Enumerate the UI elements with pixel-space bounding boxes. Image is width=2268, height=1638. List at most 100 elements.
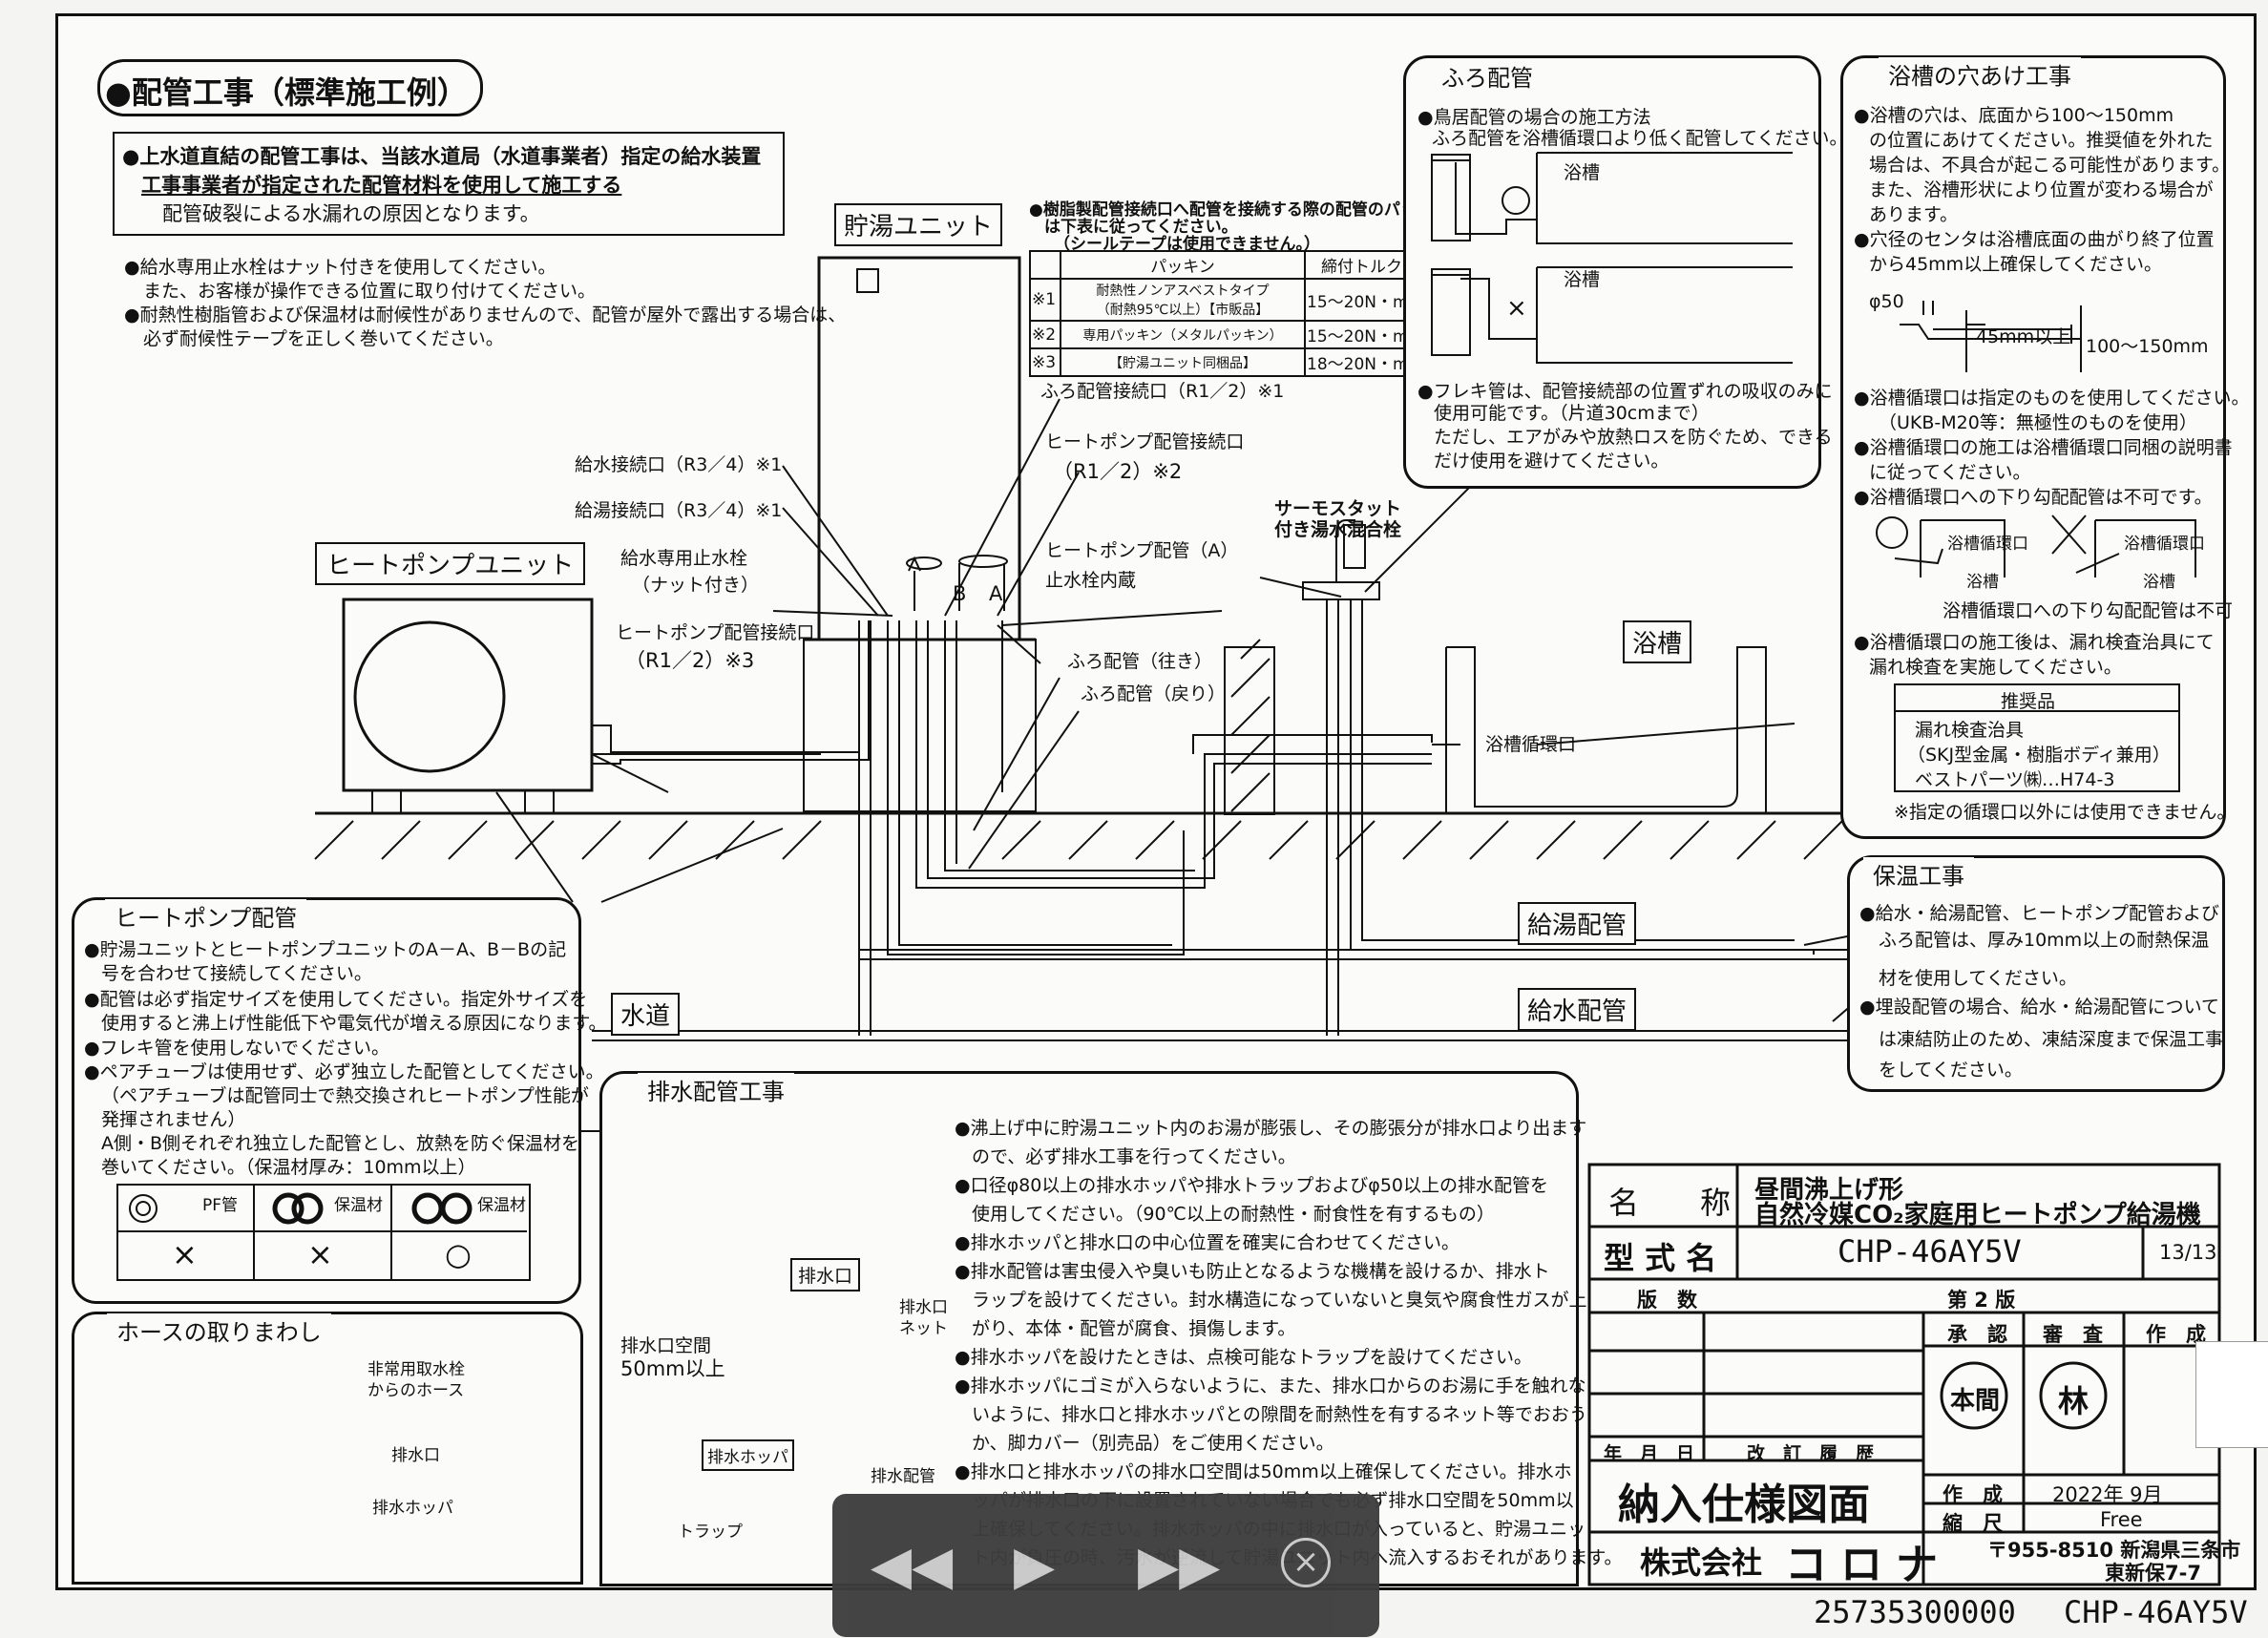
hose-drain-port: 排水口 <box>391 1446 440 1465</box>
rewind-icon[interactable]: ◀◀ <box>871 1535 954 1597</box>
insulation-line: ふろ配管は、厚み10mm以上の耐熱保温 <box>1879 930 2210 951</box>
tb-address2: 東新保7-7 <box>2105 1562 2201 1585</box>
stamp-hayashi: 林 <box>2058 1383 2090 1419</box>
tb-company: 株式会社 <box>1640 1544 1763 1581</box>
packing-note-1: ●樹脂製配管接続口へ配管を接続する際の配管のパッキン <box>1029 200 1449 220</box>
bath-note: ●浴槽循環口への下り勾配配管は不可です。 <box>1854 487 2213 508</box>
hp-connection-size: （R1／2）※2 <box>1053 460 1183 483</box>
heat-pump-unit-label: ヒートポンプユニット <box>315 542 586 585</box>
packing-mark: ※1 <box>1029 278 1061 322</box>
bath-port-label: 浴槽循環口 <box>1485 734 1577 755</box>
drain-fig-gap2: 50mm以上 <box>620 1357 725 1380</box>
hp-connection3-label: ヒートポンプ配管接続口 <box>616 622 815 643</box>
jig-name: 漏れ検査治具 <box>1915 720 2025 741</box>
furo-tub-label: 浴槽 <box>1564 162 1601 183</box>
thermostat-label: サーモスタット <box>1274 498 1402 519</box>
stop-valve-label: 給水専用止水栓 <box>620 548 748 569</box>
hose-heading: ホースの取りまわし <box>107 1313 331 1347</box>
pipe-a-label: A <box>989 582 1003 605</box>
drain-fig-net: 排水口 <box>899 1298 948 1317</box>
fast-forward-icon[interactable]: ▶▶ <box>1138 1535 1221 1597</box>
furo-ng-mark: × <box>1506 294 1527 323</box>
tb-model-label: 型 式 名 <box>1604 1240 1717 1276</box>
furo-note4: だけ使用を避けてください。 <box>1434 451 1670 472</box>
bath-hole-line: ●穴径のセンタは浴槽底面の曲がり終了位置 <box>1854 229 2215 250</box>
hp-line: A側・B側それぞれ独立した配管とし、放熱を防ぐ保温材を <box>101 1133 580 1154</box>
drain-line: ●口径φ80以上の排水ホッパや排水トラップおよびφ50以上の排水配管を <box>955 1175 1549 1196</box>
insulation-line: ●埋設配管の場合、給水・給湯配管について <box>1859 997 2220 1018</box>
bath-note: ●浴槽循環口は指定のものを使用してください。 <box>1854 388 2250 409</box>
packing-type-sub: （耐熱95℃以上）【市販品】 <box>1096 303 1270 318</box>
furo-line1: ●鳥居配管の場合の施工方法 <box>1418 107 1651 128</box>
jig-type: （SKJ型金属・樹脂ボディ兼用） <box>1907 745 2171 766</box>
drain-heading: 排水配管工事 <box>638 1073 794 1106</box>
bath-note: に従ってください。 <box>1869 462 2031 483</box>
close-icon[interactable]: × <box>1281 1538 1331 1587</box>
tb-name-line1: 昼間沸上げ形 <box>1754 1176 1904 1205</box>
bath-footnote: ※指定の循環口以外には使用できません。 <box>1894 802 2236 823</box>
packing-mark: ※2 <box>1029 320 1061 349</box>
general-note-1: ●給水専用止水栓はナット付きを使用してください。 <box>124 257 556 278</box>
waterworks-label: 水道 <box>611 993 681 1036</box>
hp-line: ●ペアチューブは使用せず、必ず独立した配管としてください。 <box>84 1061 604 1082</box>
bath-hole-heading: 浴槽の穴あけ工事 <box>1879 57 2081 91</box>
tb-edition: 第 2 版 <box>1947 1289 2016 1312</box>
furo-connection-label: ふろ配管接続口（R1／2）※1 <box>1040 381 1285 402</box>
page-thumbnail[interactable] <box>2195 1341 2268 1448</box>
drain-line: 使用してください。（90℃以上の耐熱性・耐食性を有するもの） <box>972 1204 1495 1225</box>
drain-fig-net2: ネット <box>899 1319 948 1338</box>
footer-code: 25735300000 <box>1814 1594 2016 1630</box>
drain-line: いように、排水口と排水ホッパとの隙間を耐熱性を有するネット等でおおう <box>972 1404 1587 1425</box>
bath-hole-line: あります。 <box>1869 204 1959 225</box>
general-note-3: ●耐熱性樹脂管および保温材は耐候性がありませんので、配管が屋外で露出する場合は、 <box>124 304 847 326</box>
furo-note2: 使用可能です。（片道30cmまで） <box>1434 403 1710 424</box>
hp-line: 巻いてください。（保温材厚み：10mm以上） <box>101 1157 476 1178</box>
ng-mark: × <box>307 1236 333 1272</box>
tb-made-label: 作 成 <box>1942 1483 2003 1506</box>
drain-fig-port: 排水口 <box>790 1258 861 1292</box>
packing-header: パッキン <box>1060 250 1306 280</box>
drain-line: ●排水配管は害虫侵入や臭いも防止となるような機構を設けるか、排水ト <box>955 1261 1550 1282</box>
hp-line: ●配管は必ず指定サイズを使用してください。指定外サイズを <box>84 989 588 1010</box>
tb-edition-label: 版 数 <box>1637 1289 1697 1312</box>
emergency-tap-label: 非常用取水栓 <box>368 1360 465 1379</box>
furo-note1: ●フレキ管は、配管接続部の位置ずれの吸収のみに <box>1418 381 1833 402</box>
hp-line: ●フレキ管を使用しないでください。 <box>84 1038 390 1059</box>
bath-dim100: 100～150mm <box>2086 336 2209 357</box>
hp-piping-heading: ヒートポンプ配管 <box>105 899 307 933</box>
packing-note-2: は下表に従ってください。 <box>1044 218 1238 237</box>
stamp-honma: 本間 <box>1950 1387 2001 1416</box>
hp-connection3-size: （R1／2）※3 <box>625 649 755 672</box>
insulation-label: 保温材 <box>477 1196 526 1215</box>
water-pipe-label: 給水配管 <box>1518 988 1637 1031</box>
torque-value: 15～20N・m <box>1304 278 1419 322</box>
tb-revision: 改 訂 履 歴 <box>1747 1443 1875 1464</box>
furo-line2: ふろ配管を浴槽循環口より低く配管してください。 <box>1432 128 1848 149</box>
tb-address1: 〒955-8510 新潟県三条市 <box>1987 1539 2241 1562</box>
furo-note3: ただし、エアがみや放熱ロスを防ぐため、できる <box>1434 427 1833 448</box>
footer-model: CHP-46AY5V <box>2064 1594 2248 1630</box>
tb-company-name: コロナ <box>1785 1541 1951 1589</box>
furo-piping-box <box>1403 55 1821 489</box>
bath-hole-line: から45mm以上確保してください。 <box>1869 254 2163 275</box>
general-note-4: 必ず耐候性テープを正しく巻いてください。 <box>143 328 504 349</box>
drain-line: ので、必ず排水工事を行ってください。 <box>972 1146 1296 1167</box>
tb-approve: 承 認 <box>1947 1323 2007 1346</box>
tb-date-label: 年 月 日 <box>1604 1443 1695 1464</box>
hose-drain-hopper: 排水ホッパ <box>372 1499 453 1518</box>
insulation-line: 材を使用してください。 <box>1879 968 2077 989</box>
bathtub-label: 浴槽 <box>1623 620 1692 663</box>
play-icon[interactable]: ▶ <box>1014 1535 1056 1597</box>
stop-builtin-label: 止水栓内蔵 <box>1045 570 1137 591</box>
bath-hole-line: の位置にあけてください。推奨値を外れた <box>1869 130 2214 151</box>
hot-connection-label: 給湯接続口（R3／4）※1 <box>575 500 783 521</box>
slope-ng-note: 浴槽循環口への下り勾配配管は不可 <box>1942 600 2234 621</box>
torque-value: 18～20N・m <box>1304 347 1419 377</box>
bath-note: （UKB-M20等：無極性のものを使用） <box>1879 412 2197 433</box>
hot-pipe-label: 給湯配管 <box>1518 902 1637 945</box>
